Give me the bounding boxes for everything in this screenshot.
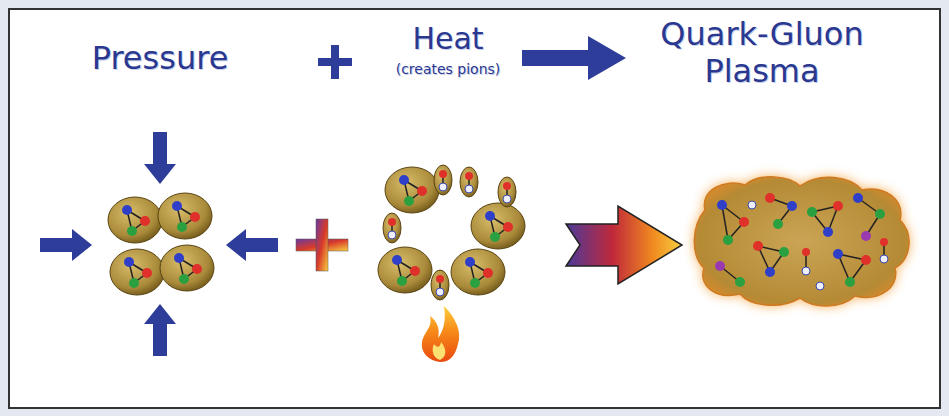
heat-note: (creates pions)	[358, 61, 538, 77]
heat-label: Heat	[368, 22, 528, 57]
plasma-label: Quark-Gluon Plasma	[622, 16, 902, 90]
pressure-label: Pressure	[50, 40, 270, 77]
